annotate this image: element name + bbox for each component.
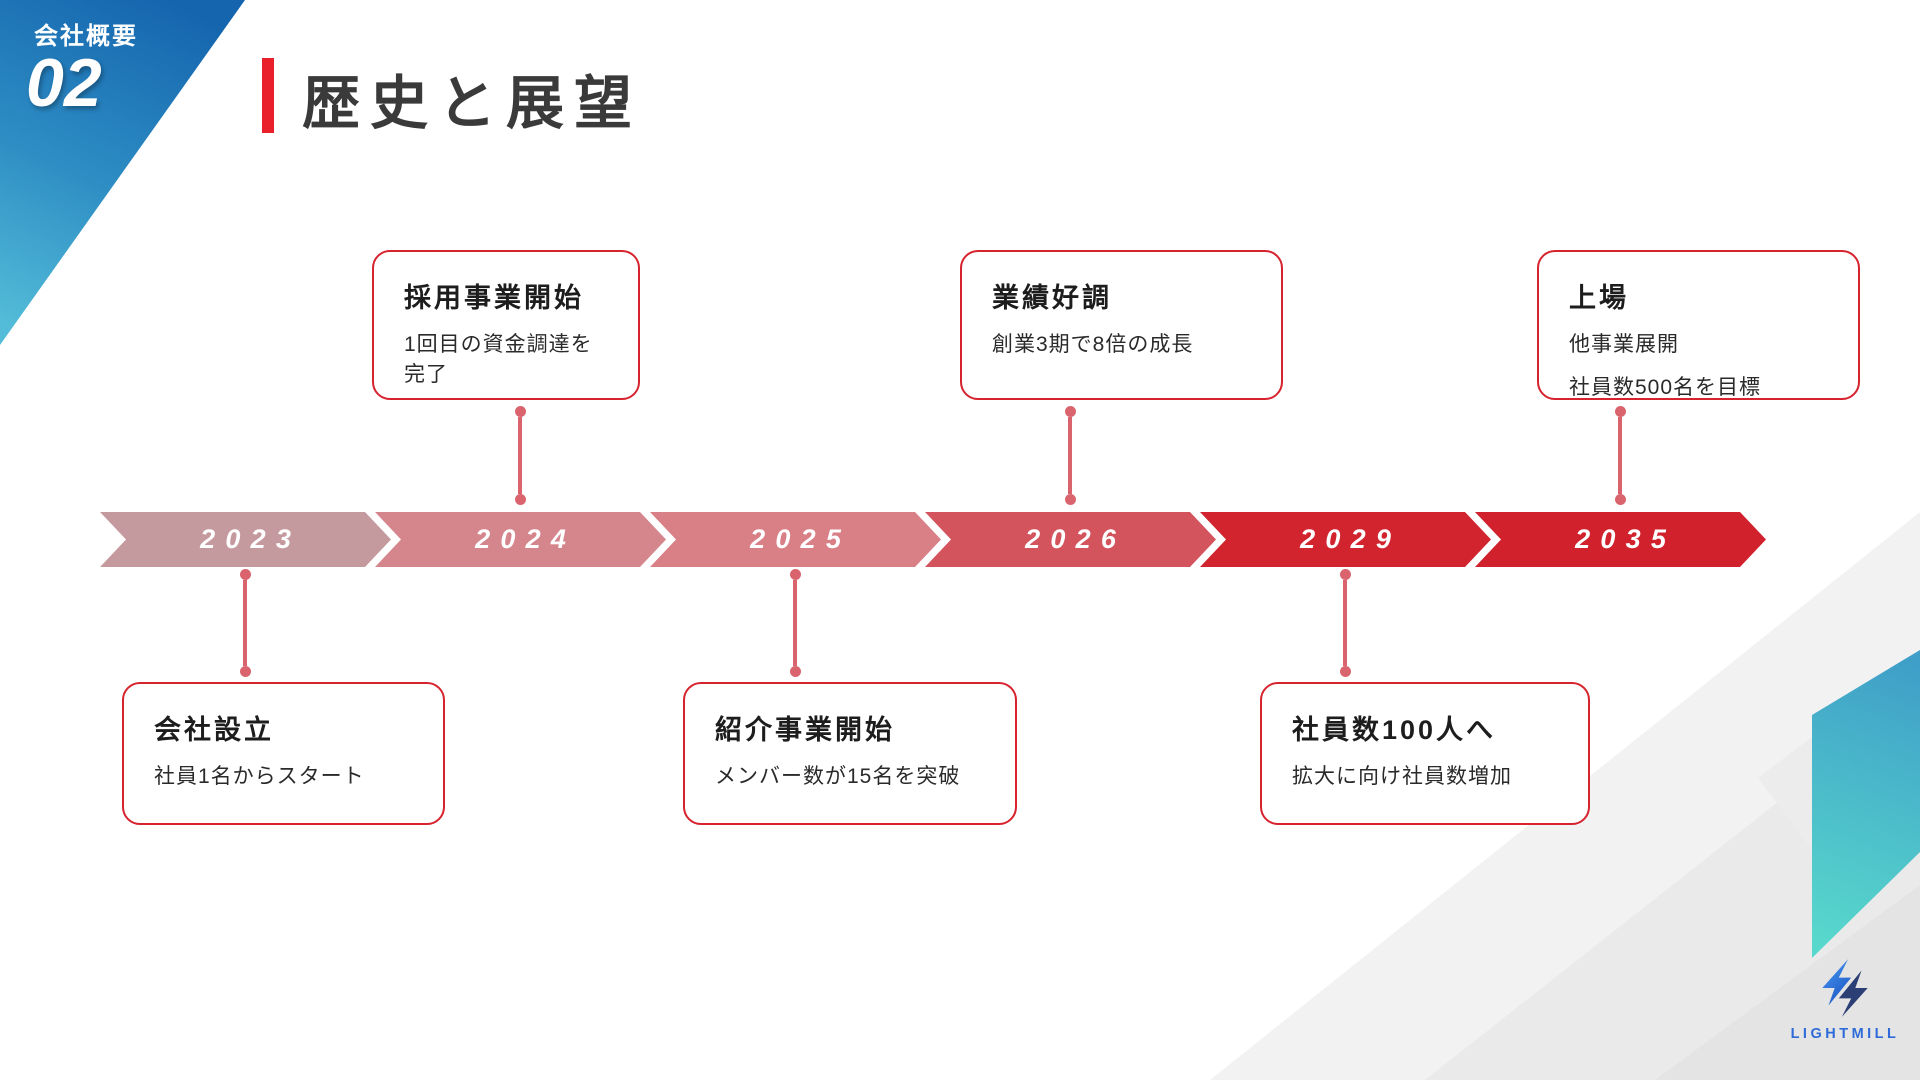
milestone-connector — [1339, 569, 1351, 677]
milestone-line: 社員数500名を目標 — [1569, 376, 1762, 399]
logo: LIGHTMILL — [1786, 956, 1904, 1042]
connector-line — [1068, 417, 1072, 494]
milestone-title: 採用事業開始 — [404, 283, 584, 313]
milestone-card: 採用事業開始 1回目の資金調達を完了 — [372, 250, 640, 400]
connector-dot — [514, 406, 526, 417]
milestone-line: 創業3期で8倍の成長 — [992, 333, 1194, 356]
connector-line — [793, 580, 797, 666]
connector-dot — [1339, 666, 1351, 677]
connector-dot — [1339, 569, 1351, 580]
milestone-title: 上場 — [1569, 283, 1629, 313]
connector-dot — [239, 666, 251, 677]
timeline-year-label: 2029 — [1300, 524, 1402, 554]
timeline-year-label: 2025 — [750, 524, 852, 554]
milestone-connector — [1064, 406, 1076, 505]
logo-icon — [1822, 959, 1868, 1017]
connector-dot — [514, 494, 526, 505]
milestone-connector — [239, 569, 251, 677]
milestone-card: 上場 他事業展開社員数500名を目標 — [1537, 250, 1860, 400]
connector-dot — [1614, 406, 1626, 417]
milestone-line: 拡大に向け社員数増加 — [1292, 765, 1512, 788]
page-title: 歴史と展望 — [302, 71, 643, 136]
corner-badge: 会社概要 02 — [0, 0, 245, 345]
section-number: 02 — [26, 45, 102, 121]
milestone-title: 業績好調 — [992, 283, 1112, 313]
connector-dot — [1064, 494, 1076, 505]
milestone-card: 紹介事業開始 メンバー数が15名を突破 — [683, 682, 1017, 825]
connector-dot — [789, 569, 801, 580]
logo-text: LIGHTMILL — [1790, 1026, 1900, 1042]
connector-dot — [1614, 494, 1626, 505]
milestone-line: 社員1名からスタート — [154, 765, 365, 788]
milestone-connector — [789, 569, 801, 677]
timeline-arrow: 2035 — [1475, 512, 1766, 567]
connector-line — [243, 580, 247, 666]
timeline-year-label: 2026 — [1025, 524, 1127, 554]
timeline-arrow: 2023 — [100, 512, 391, 567]
timeline-arrow: 2029 — [1200, 512, 1491, 567]
milestone-title: 社員数100人へ — [1292, 715, 1497, 745]
connector-dot — [789, 666, 801, 677]
title-accent-bar — [262, 58, 274, 133]
milestone-card: 業績好調 創業3期で8倍の成長 — [960, 250, 1283, 400]
connector-dot — [1064, 406, 1076, 417]
timeline-arrow: 2024 — [375, 512, 666, 567]
connector-dot — [239, 569, 251, 580]
milestone-card: 社員数100人へ 拡大に向け社員数増加 — [1260, 682, 1590, 825]
milestone-line: 他事業展開 — [1569, 333, 1679, 356]
timeline-arrow: 2025 — [650, 512, 941, 567]
connector-line — [1618, 417, 1622, 494]
section-label: 会社概要 — [34, 23, 138, 50]
teal-ribbon-decoration — [1812, 650, 1920, 958]
milestone-card: 会社設立 社員1名からスタート — [122, 682, 445, 825]
milestone-line: 1回目の資金調達を完了 — [404, 333, 593, 386]
milestone-connector — [1614, 406, 1626, 505]
timeline-year-label: 2023 — [200, 524, 302, 554]
connector-line — [1343, 580, 1347, 666]
milestone-title: 会社設立 — [154, 715, 274, 745]
timeline-arrow: 2026 — [925, 512, 1216, 567]
connector-line — [518, 417, 522, 494]
timeline-year-label: 2035 — [1575, 524, 1677, 554]
milestone-line: メンバー数が15名を突破 — [715, 765, 961, 788]
milestone-title: 紹介事業開始 — [715, 715, 895, 745]
timeline-year-label: 2024 — [475, 524, 577, 554]
milestone-connector — [514, 406, 526, 505]
